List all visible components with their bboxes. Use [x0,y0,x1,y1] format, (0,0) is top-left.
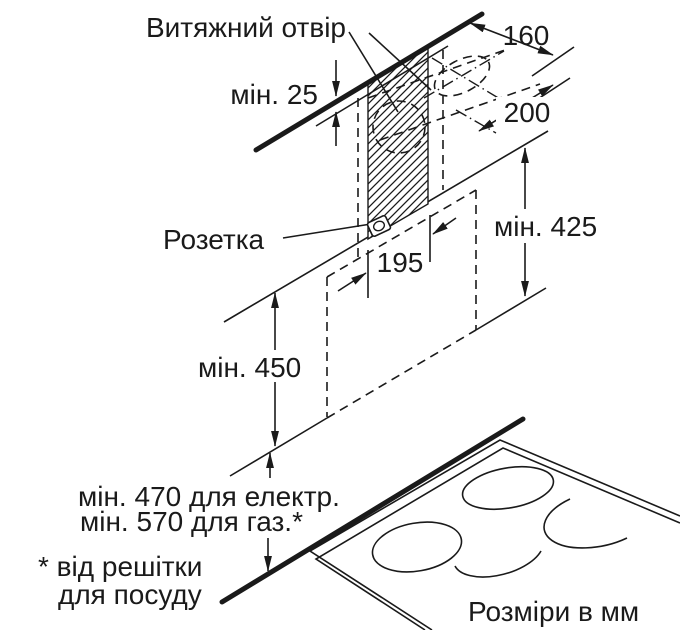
dim195-label: 195 [377,247,424,278]
burner-right [543,498,628,549]
dim200-label: 200 [504,97,551,128]
hole-centerline-1 [423,50,505,99]
ceiling-line [253,11,485,153]
socket-leader-line [282,223,372,239]
burner-front [454,550,542,578]
ext-line-200-lower [455,109,497,134]
hatched-wall-strip [367,46,429,241]
exhaust-leader-ceiling [368,32,432,91]
cooktop [308,439,680,630]
projection-ray-upper [367,49,506,99]
socket-icon [366,214,392,238]
footnote-line1: * від решітки [38,551,202,582]
min570-gas-label: мін. 570 для газ.* [80,506,303,537]
wall-exhaust-hole [372,100,426,154]
ext-line-200-upper [537,77,571,100]
ext-line-160 [531,46,575,77]
min425-label: мін. 425 [494,211,597,242]
dim160-label: 160 [503,20,550,51]
exhaust-opening-label: Витяжний отвір [146,12,346,43]
min470-electric-label: мін. 470 для електр. [78,481,340,512]
socket-label: Розетка [163,224,265,255]
dim195-arrow-left [337,272,367,292]
bottom-wall-line [219,416,526,605]
units-note: Розміри в мм [468,596,639,627]
min25-label: мін. 25 [230,79,318,110]
dim195-arrow-right [432,217,457,235]
dim160-line [469,22,554,56]
burner-back [461,465,555,511]
ceiling-exhaust-hole [433,55,491,97]
footnote-line2: для посуду [58,579,202,610]
hood-bottom-line [229,287,547,477]
burner-left [371,521,463,573]
exhaust-leader-wall [348,31,399,113]
min450-label: мін. 450 [198,352,301,383]
hood-top-edge [326,189,477,278]
dim200-label-backing [496,97,558,125]
